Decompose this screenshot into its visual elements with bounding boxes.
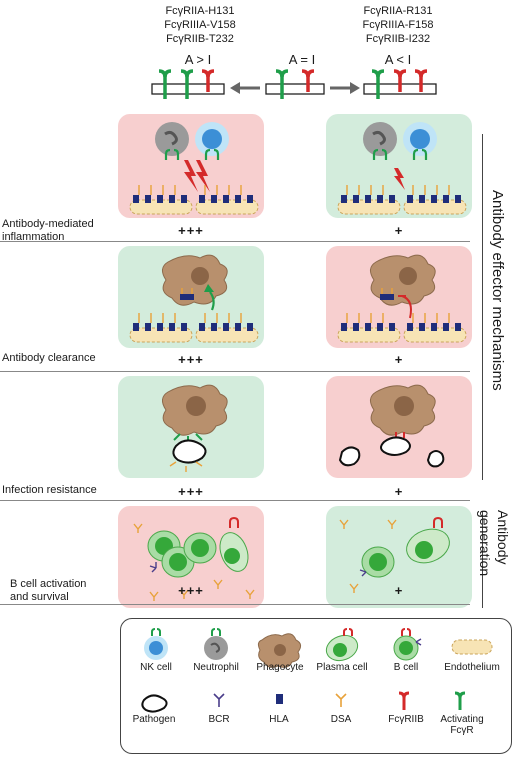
legend-label-activating-fcgr: Activating FcγR — [440, 714, 484, 736]
left-membrane-diagram — [151, 69, 225, 99]
plasma-cell-icon — [325, 628, 359, 662]
right-allele-2: FcγRIIIA-F158 — [362, 19, 434, 31]
infection-left-art — [162, 384, 228, 472]
clearance-left-art — [129, 254, 259, 343]
bcr-icon — [213, 693, 225, 707]
legend-label-neutrophil: Neutrophil — [193, 662, 239, 673]
legend-label-phagocyte: Phagocyte — [256, 662, 304, 673]
legend-label-plasma-cell: Plasma cell — [316, 662, 368, 673]
row-divider-1 — [0, 241, 470, 242]
center-ratio: A = I — [288, 52, 316, 67]
row-divider-2 — [0, 371, 470, 372]
right-ratio: A < I — [384, 52, 412, 67]
dsa-icon — [335, 693, 347, 707]
endothelium-icon — [451, 639, 493, 655]
right-allele-list: FcγRIIA-R131 FcγRIIIA-F158 FcγRIIB-I232 — [318, 4, 478, 46]
score-bcell-left: +++ — [178, 583, 204, 598]
infection-right-art — [338, 384, 445, 468]
row-label-clearance: Antibody clearance — [2, 352, 96, 364]
score-inflammation-right: + — [394, 223, 404, 238]
score-infection-left: +++ — [178, 484, 204, 499]
nk-cell-icon — [144, 628, 168, 660]
legend-label-pathogen: Pathogen — [132, 714, 176, 725]
left-allele-2: FcγRIIIA-V158 — [164, 19, 236, 31]
legend-label-endothelium: Endothelium — [444, 662, 500, 673]
right-membrane-diagram — [363, 69, 437, 99]
fcgriib-icon — [398, 691, 410, 710]
right-arrow-icon — [330, 82, 360, 94]
legend — [120, 618, 512, 754]
right-allele-1: FcγRIIA-R131 — [363, 5, 433, 17]
legend-label-hla: HLA — [269, 714, 289, 725]
row-label-bcell: B cell activation and survival — [10, 578, 87, 603]
row-divider-3 — [0, 500, 470, 501]
neutrophil-icon — [204, 628, 228, 660]
bcell-left-art — [133, 517, 255, 601]
clearance-right-art — [337, 254, 467, 343]
bcell-right-art — [339, 517, 450, 593]
score-inflammation-left: +++ — [178, 223, 204, 238]
legend-label-dsa: DSA — [330, 714, 352, 725]
left-allele-1: FcγRIIA-H131 — [165, 5, 235, 17]
panel-bcell-right — [326, 506, 472, 608]
left-ratio: A > I — [184, 52, 212, 67]
generation-bracket — [482, 512, 483, 608]
activating-fcgr-icon — [454, 691, 466, 710]
row-divider-4 — [0, 604, 470, 605]
header-receptor-diagrams — [151, 69, 437, 99]
legend-label-bcr: BCR — [208, 714, 230, 725]
left-allele-3: FcγRIIB-T232 — [166, 33, 234, 45]
left-allele-list: FcγRIIA-H131 FcγRIIIA-V158 FcγRIIB-T232 — [120, 4, 280, 46]
pathogen-icon — [141, 694, 168, 713]
score-clearance-left: +++ — [178, 352, 204, 367]
effector-bracket — [482, 134, 483, 480]
row-label-inflammation: Antibody-mediated inflammation — [2, 218, 94, 243]
phagocyte-icon — [257, 633, 302, 668]
hla-icon — [276, 694, 283, 704]
legend-label-b-cell: B cell — [393, 662, 419, 673]
right-allele-3: FcγRIIB-I232 — [365, 33, 431, 45]
inflammation-left-art — [129, 122, 259, 215]
legend-label-fcgriib: FcγRIIB — [388, 714, 424, 725]
row-label-infection: Infection resistance — [2, 484, 97, 496]
b-cell-icon — [393, 628, 422, 661]
score-infection-right: + — [394, 484, 404, 499]
score-clearance-right: + — [394, 352, 404, 367]
center-membrane-diagram — [265, 69, 325, 99]
legend-label-nk-cell: NK cell — [140, 662, 172, 673]
inflammation-right-art — [337, 122, 467, 215]
left-arrow-icon — [230, 82, 260, 94]
score-bcell-right: + — [394, 583, 404, 598]
